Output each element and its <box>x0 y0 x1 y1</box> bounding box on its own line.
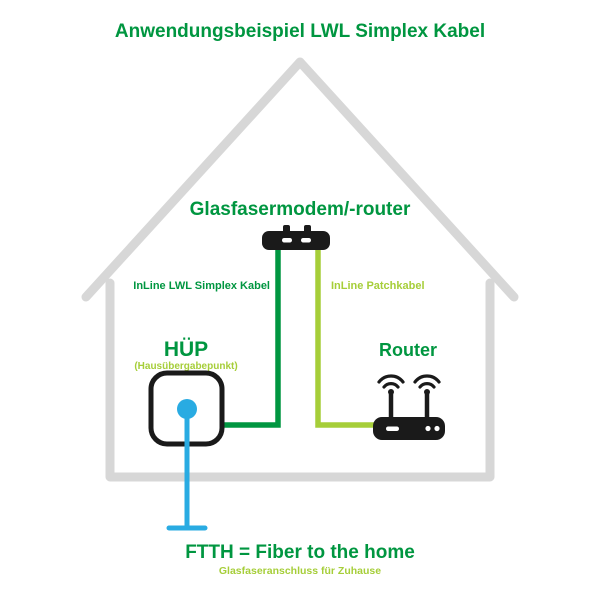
modem-led-right <box>301 238 311 243</box>
house-walls <box>105 278 495 482</box>
modem-body <box>262 231 330 250</box>
ftth-sublabel: Glasfaseranschluss für Zuhause <box>219 565 381 577</box>
router-led-dot-1 <box>425 425 431 432</box>
router-icon <box>373 374 445 440</box>
fiber-socket-icon <box>148 370 225 447</box>
page-title: Anwendungsbeispiel LWL Simplex Kabel <box>115 21 485 42</box>
router-led-dot-2 <box>434 425 440 432</box>
patch-cable-label: InLine Patchkabel <box>331 280 425 292</box>
simplex-cable-label: InLine LWL Simplex Kabel <box>133 280 270 292</box>
router-label: Router <box>379 340 437 360</box>
house-outline-icon <box>81 57 519 482</box>
wifi-outer-arc <box>413 374 441 384</box>
huep-label: HÜP <box>164 338 208 361</box>
patch-cable-line <box>315 250 378 428</box>
house-roof <box>81 57 519 302</box>
huep-sublabel: (Hausübergabepunkt) <box>134 361 237 372</box>
router-led-bar <box>386 426 399 431</box>
router-body <box>373 417 445 440</box>
wifi-inner-arc <box>418 382 436 389</box>
ftth-label: FTTH = Fiber to the home <box>185 542 415 563</box>
modem-led-left <box>282 238 292 243</box>
wifi-inner-arc <box>382 382 400 389</box>
modem-label: Glasfasermodem/-router <box>190 199 411 220</box>
simplex-cable-line <box>222 250 281 428</box>
fiber-socket-dot <box>177 399 197 419</box>
modem-icon <box>262 225 330 250</box>
wifi-outer-arc <box>377 374 405 384</box>
